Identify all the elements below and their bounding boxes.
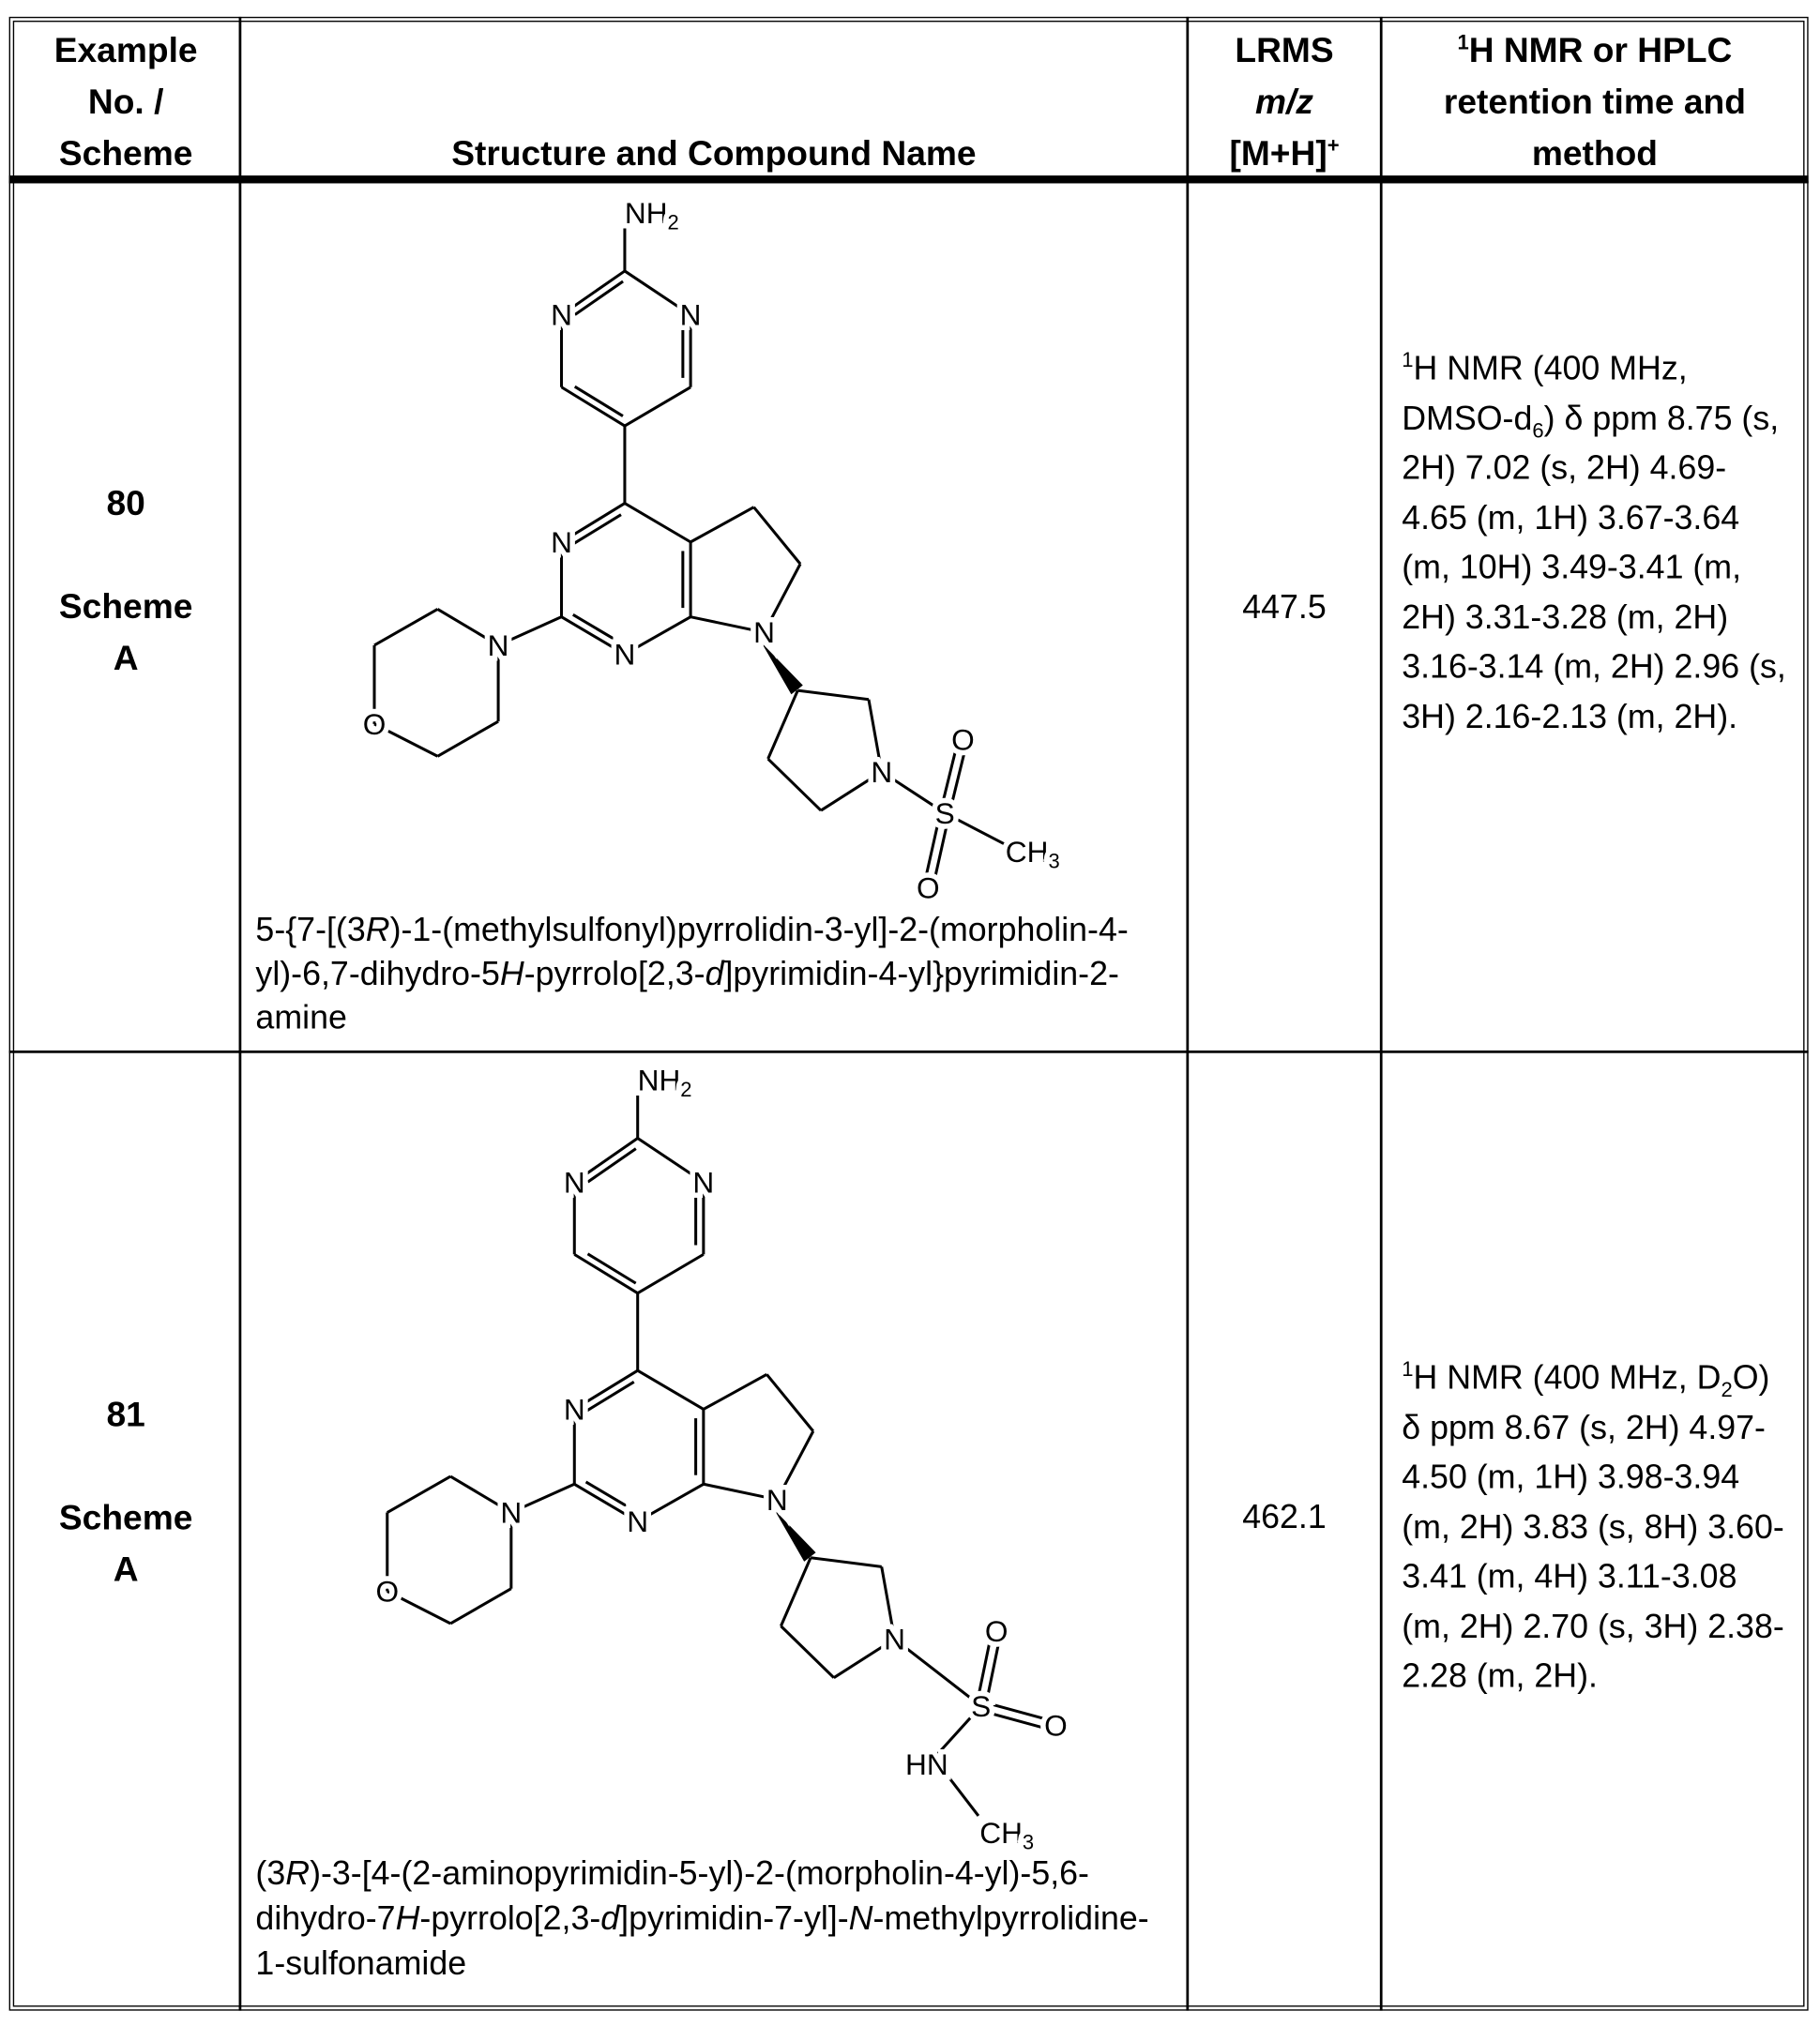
atom-symbol: N [680, 298, 702, 332]
bond [562, 387, 625, 426]
atom-symbol: N [564, 1165, 585, 1199]
atom-label: N [884, 1622, 905, 1656]
bond [797, 690, 869, 700]
bond [625, 504, 690, 542]
bond [894, 1639, 980, 1706]
atom-symbol: N [488, 628, 509, 662]
atom-label: N [500, 1496, 522, 1530]
atom-symbol: N [884, 1622, 905, 1656]
atom-symbol: O [917, 871, 940, 905]
atom-label: S [971, 1689, 991, 1723]
atom-label: O [1044, 1709, 1068, 1743]
bond [690, 507, 753, 542]
bond [437, 721, 498, 756]
wedge-bond [775, 1510, 816, 1562]
atom-label: O [951, 722, 975, 756]
atom-symbol: N [766, 1483, 788, 1517]
atom-label: N [551, 525, 572, 559]
atom-label: O [985, 1614, 1009, 1648]
atom-label: O [375, 1574, 399, 1608]
atom-symbol: CH [1006, 835, 1049, 869]
atom-symbol: N [500, 1496, 522, 1530]
atom-label: N [766, 1483, 788, 1517]
atom-symbol: O [985, 1614, 1009, 1648]
atom-label: O [363, 707, 387, 741]
atom-label: N [871, 755, 892, 789]
atom-symbol: N [614, 638, 636, 672]
bond [374, 609, 437, 645]
atom-label: S [935, 796, 955, 830]
atom-label: HN [905, 1747, 948, 1781]
atom-label: N [564, 1165, 585, 1199]
bond [754, 507, 801, 565]
atom-label: N [564, 1392, 585, 1426]
bond [982, 1701, 1054, 1721]
wedge-bond [762, 643, 803, 694]
atom-symbol: O [375, 1574, 399, 1608]
bond [575, 281, 623, 315]
atom-label: N [692, 1165, 714, 1199]
atom-symbol: O [951, 722, 975, 756]
structure-methylsulfamoyl: O O HN CH3 S NH2N N N N N N O N [375, 1064, 1067, 1853]
atom-symbol: CH [979, 1816, 1023, 1850]
atom-symbol: O [1044, 1709, 1068, 1743]
structure-methylsulfonyl: O O CH3 S NH2N N N N N N O N [363, 196, 1060, 905]
atom-symbol: N [551, 298, 572, 332]
atom-label: O [917, 871, 940, 905]
bond [387, 1476, 450, 1513]
atom-symbol: O [363, 707, 387, 741]
atom-subscript: 3 [1048, 849, 1059, 872]
bond [811, 1558, 882, 1567]
bond [766, 1374, 813, 1431]
atom-label: N [627, 1504, 648, 1538]
atom-label: N [680, 298, 702, 332]
atom-symbol: N [753, 615, 775, 649]
atom-label: CH3 [1006, 835, 1060, 872]
atom-symbol: HN [905, 1747, 948, 1781]
atom-symbol: S [971, 1689, 991, 1723]
atom-label: N [488, 628, 509, 662]
bond [450, 1589, 511, 1624]
atom-symbol: N [564, 1392, 585, 1426]
bond [781, 1558, 811, 1626]
atom-symbol: N [692, 1165, 714, 1199]
atom-symbol: N [627, 1504, 648, 1538]
atom-label: N [753, 615, 775, 649]
atom-label: N [551, 298, 572, 332]
bond [768, 690, 798, 759]
atom-label: CH3 [979, 1816, 1034, 1853]
atom-subscript: 2 [680, 1078, 691, 1101]
atom-label: NH2 [625, 196, 679, 234]
atom-label: N [614, 638, 636, 672]
bond [768, 759, 821, 810]
bond [625, 387, 690, 426]
atom-symbol: NH [625, 196, 668, 230]
atom-symbol: S [935, 796, 955, 830]
atom-subscript: 3 [1023, 1830, 1034, 1853]
bond [781, 1626, 833, 1678]
atom-subscript: 2 [668, 210, 679, 234]
bond [588, 1149, 636, 1183]
atom-label: NH2 [638, 1064, 692, 1101]
bond [638, 1370, 704, 1409]
atom-symbol: NH [638, 1064, 681, 1097]
atom-symbol: N [871, 755, 892, 789]
bond [574, 1254, 637, 1293]
bond [638, 1254, 704, 1293]
atom-symbol: N [551, 525, 572, 559]
bond [704, 1374, 766, 1409]
